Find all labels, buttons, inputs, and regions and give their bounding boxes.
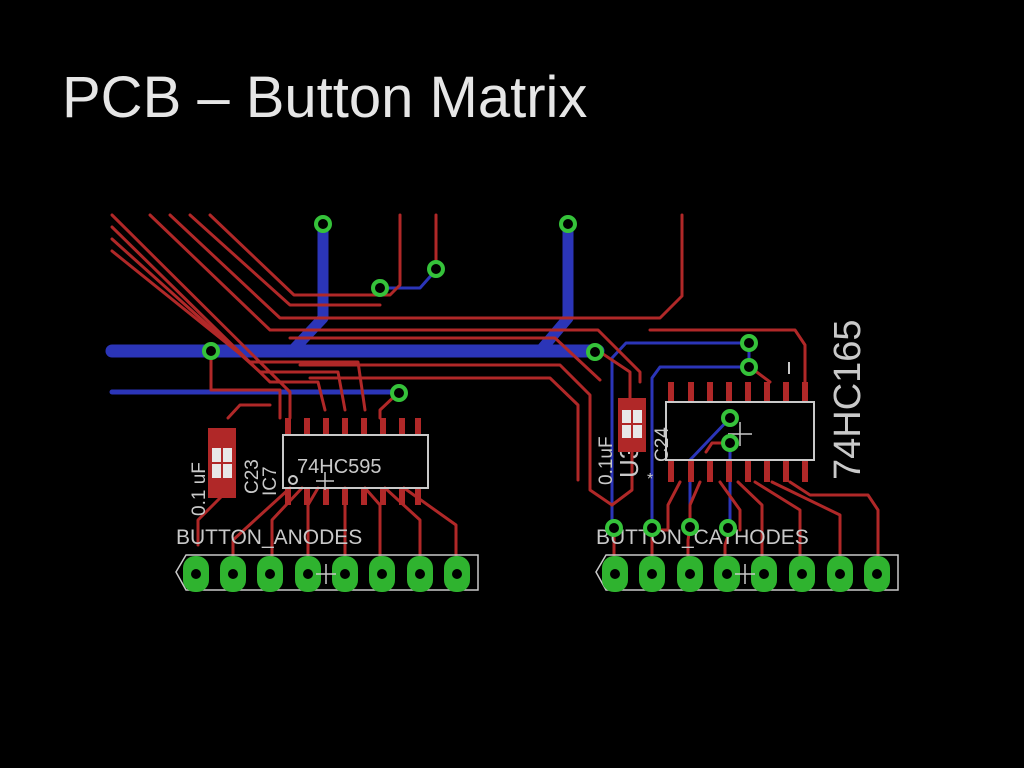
- origin-cross: [735, 564, 755, 584]
- via: [586, 343, 604, 361]
- top-trace: [110, 225, 327, 412]
- via: [681, 518, 699, 536]
- cap-name-label: C23: [242, 459, 263, 494]
- capacitor-c23: 0.1 uF C23: [189, 428, 263, 516]
- header-anodes: [175, 554, 479, 592]
- header-pad: [407, 556, 433, 592]
- ic-part-label: 74HC165: [827, 319, 869, 480]
- via: [559, 215, 577, 233]
- top-trace: [718, 480, 742, 532]
- header-pad: [257, 556, 283, 592]
- ic-pins-bottom: [668, 460, 808, 482]
- bottom-trace: [650, 365, 751, 532]
- header-pad: [751, 556, 777, 592]
- ic-outline: [282, 434, 429, 489]
- top-trace: [298, 363, 614, 507]
- header-pad: [639, 556, 665, 592]
- top-trace: [110, 237, 347, 412]
- origin-cross: [316, 472, 334, 490]
- top-copper-layer: [110, 213, 880, 574]
- header-outline: [595, 554, 899, 591]
- top-trace: [736, 480, 764, 574]
- via: [643, 519, 661, 537]
- header-pad: [295, 556, 321, 592]
- slide-title: PCB – Button Matrix: [62, 65, 588, 130]
- header-pad: [444, 556, 470, 592]
- via: [605, 519, 623, 537]
- top-trace: [753, 480, 802, 574]
- top-trace: [226, 403, 272, 420]
- via: [427, 260, 445, 278]
- header-pad: [714, 556, 740, 592]
- header-cathodes: [595, 554, 899, 592]
- bottom-trace: [286, 218, 329, 357]
- header-pad: [864, 556, 890, 592]
- origin-cross: [728, 422, 752, 446]
- header-pad: [677, 556, 703, 592]
- cap-value-label: 0.1uF: [596, 436, 617, 485]
- via: [371, 279, 389, 297]
- via: [721, 409, 739, 427]
- top-trace: [148, 213, 642, 384]
- cap-value-label: 0.1 uF: [189, 462, 210, 516]
- header-cathodes-label: BUTTON_CATHODES: [596, 526, 809, 549]
- via: [390, 384, 408, 402]
- via: [314, 215, 332, 233]
- vias: [202, 215, 758, 537]
- header-pad: [183, 556, 209, 592]
- top-trace: [209, 349, 282, 420]
- ic-pins-top: [668, 382, 808, 402]
- top-trace: [208, 213, 402, 297]
- header-pad: [369, 556, 395, 592]
- top-trace: [610, 450, 634, 507]
- pin1-marker: [288, 475, 298, 485]
- via: [719, 519, 737, 537]
- cap-name-label: C24: [652, 427, 673, 462]
- header-pad: [602, 556, 628, 592]
- header-pad: [827, 556, 853, 592]
- top-trace: [770, 480, 842, 574]
- top-trace: [308, 376, 580, 482]
- header-pad: [220, 556, 246, 592]
- header-outline: [175, 554, 479, 591]
- top-trace: [110, 249, 367, 412]
- top-trace: [188, 213, 382, 307]
- top-trace: [648, 328, 807, 384]
- ic-outline: [665, 401, 815, 461]
- pin-mark: *: [647, 471, 653, 488]
- via: [740, 334, 758, 352]
- top-trace: [168, 213, 684, 320]
- via: [721, 434, 739, 452]
- ic-part-label: 74HC595: [297, 456, 382, 478]
- origin-cross: [316, 564, 336, 584]
- top-trace: [110, 213, 292, 420]
- ic-74hc595: 74HC595 IC7: [260, 418, 429, 505]
- capacitor-c24: 0.1uF C24: [596, 398, 673, 485]
- header-pad: [789, 556, 815, 592]
- top-trace: [196, 494, 224, 547]
- ic-74hc165: 74HC165 U3 *: [614, 319, 869, 488]
- via: [202, 342, 220, 360]
- ic-pins-bottom: [285, 488, 421, 505]
- top-trace: [288, 336, 602, 382]
- ic-name-label: IC7: [260, 466, 281, 496]
- via: [740, 358, 758, 376]
- header-pad: [332, 556, 358, 592]
- top-trace: [788, 480, 880, 574]
- top-trace: [598, 350, 632, 400]
- bottom-trace: [534, 218, 574, 357]
- header-anodes-label: BUTTON_ANODES: [176, 526, 362, 549]
- ic-pins-top: [285, 418, 421, 435]
